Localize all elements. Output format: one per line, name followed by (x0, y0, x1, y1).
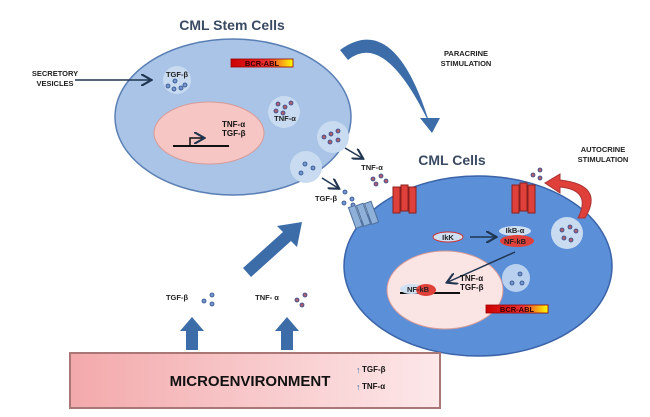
ikk-label: IkK (442, 233, 454, 242)
bottom-tnf-label: TNF- α (255, 293, 279, 302)
nfkb-label: NF-kB (504, 237, 527, 246)
bcr-abl-label: BCR-ABL (245, 59, 280, 68)
released-tgf-label: TGF-β (315, 194, 337, 203)
up-arrow-icon: ↑ (356, 382, 361, 392)
nucleus-nfkb-label: NF-kB (407, 285, 430, 294)
gene-label: TNF-α (460, 274, 483, 283)
vesicle-tgf-label: TGF-β (166, 70, 188, 79)
vesicle-tnf-label: TNF-α (274, 114, 296, 123)
ikb-label: IkB-α (506, 226, 525, 235)
autocrine-label: STIMULATION (578, 155, 629, 164)
microenvironment-label: MICROENVIRONMENT (170, 373, 331, 390)
microenvironment-box: MICROENVIRONMENT ↑ TGF-β ↑ TNF-α (69, 352, 441, 409)
paracrine-arrow-icon (340, 39, 430, 125)
secretory-label: VESICLES (36, 79, 73, 88)
diagonal-arrow-icon (243, 222, 302, 277)
micro-tgf-label: TGF-β (362, 365, 386, 374)
cml-cell: CML Cells IkK IkB-α NF-kB NF-kB TNF-α TG… (343, 152, 613, 357)
up-arrow-icon: ↑ (356, 365, 361, 375)
autocrine-label: AUTOCRINE (581, 145, 625, 154)
up-arrow-icon (180, 317, 204, 350)
stem-nucleus (153, 101, 265, 165)
promoter-arrow-icon (189, 138, 203, 146)
autocrine-arrow-icon (544, 173, 592, 219)
stem-cell: CML Stem Cells BCR-ABL TGF-β TNF-α TNF-α… (114, 17, 352, 196)
stem-cell-title: CML Stem Cells (179, 17, 285, 33)
secretory-label: SECRETORY (32, 69, 78, 78)
released-tnf-label: TNF-α (361, 163, 383, 172)
tnf-receptor (511, 182, 536, 214)
micro-tnf-label: TNF-α (362, 382, 385, 391)
tgf-receptor (347, 200, 380, 230)
up-arrow-icon (275, 317, 299, 350)
gene-label: TNF-α (222, 120, 245, 129)
bottom-tgf-label: TGF-β (166, 293, 188, 302)
gene-label: TGF-β (460, 283, 484, 292)
paracrine-label: STIMULATION (441, 59, 492, 68)
paracrine-label: PARACRINE (444, 49, 488, 58)
bcr-abl-label: BCR-ABL (500, 305, 535, 314)
cml-cell-title: CML Cells (418, 152, 486, 168)
bcr-abl-bar (485, 304, 549, 314)
tnf-receptor (392, 184, 417, 214)
gene-label: TGF-β (222, 129, 246, 138)
bcr-abl-bar (230, 58, 294, 68)
